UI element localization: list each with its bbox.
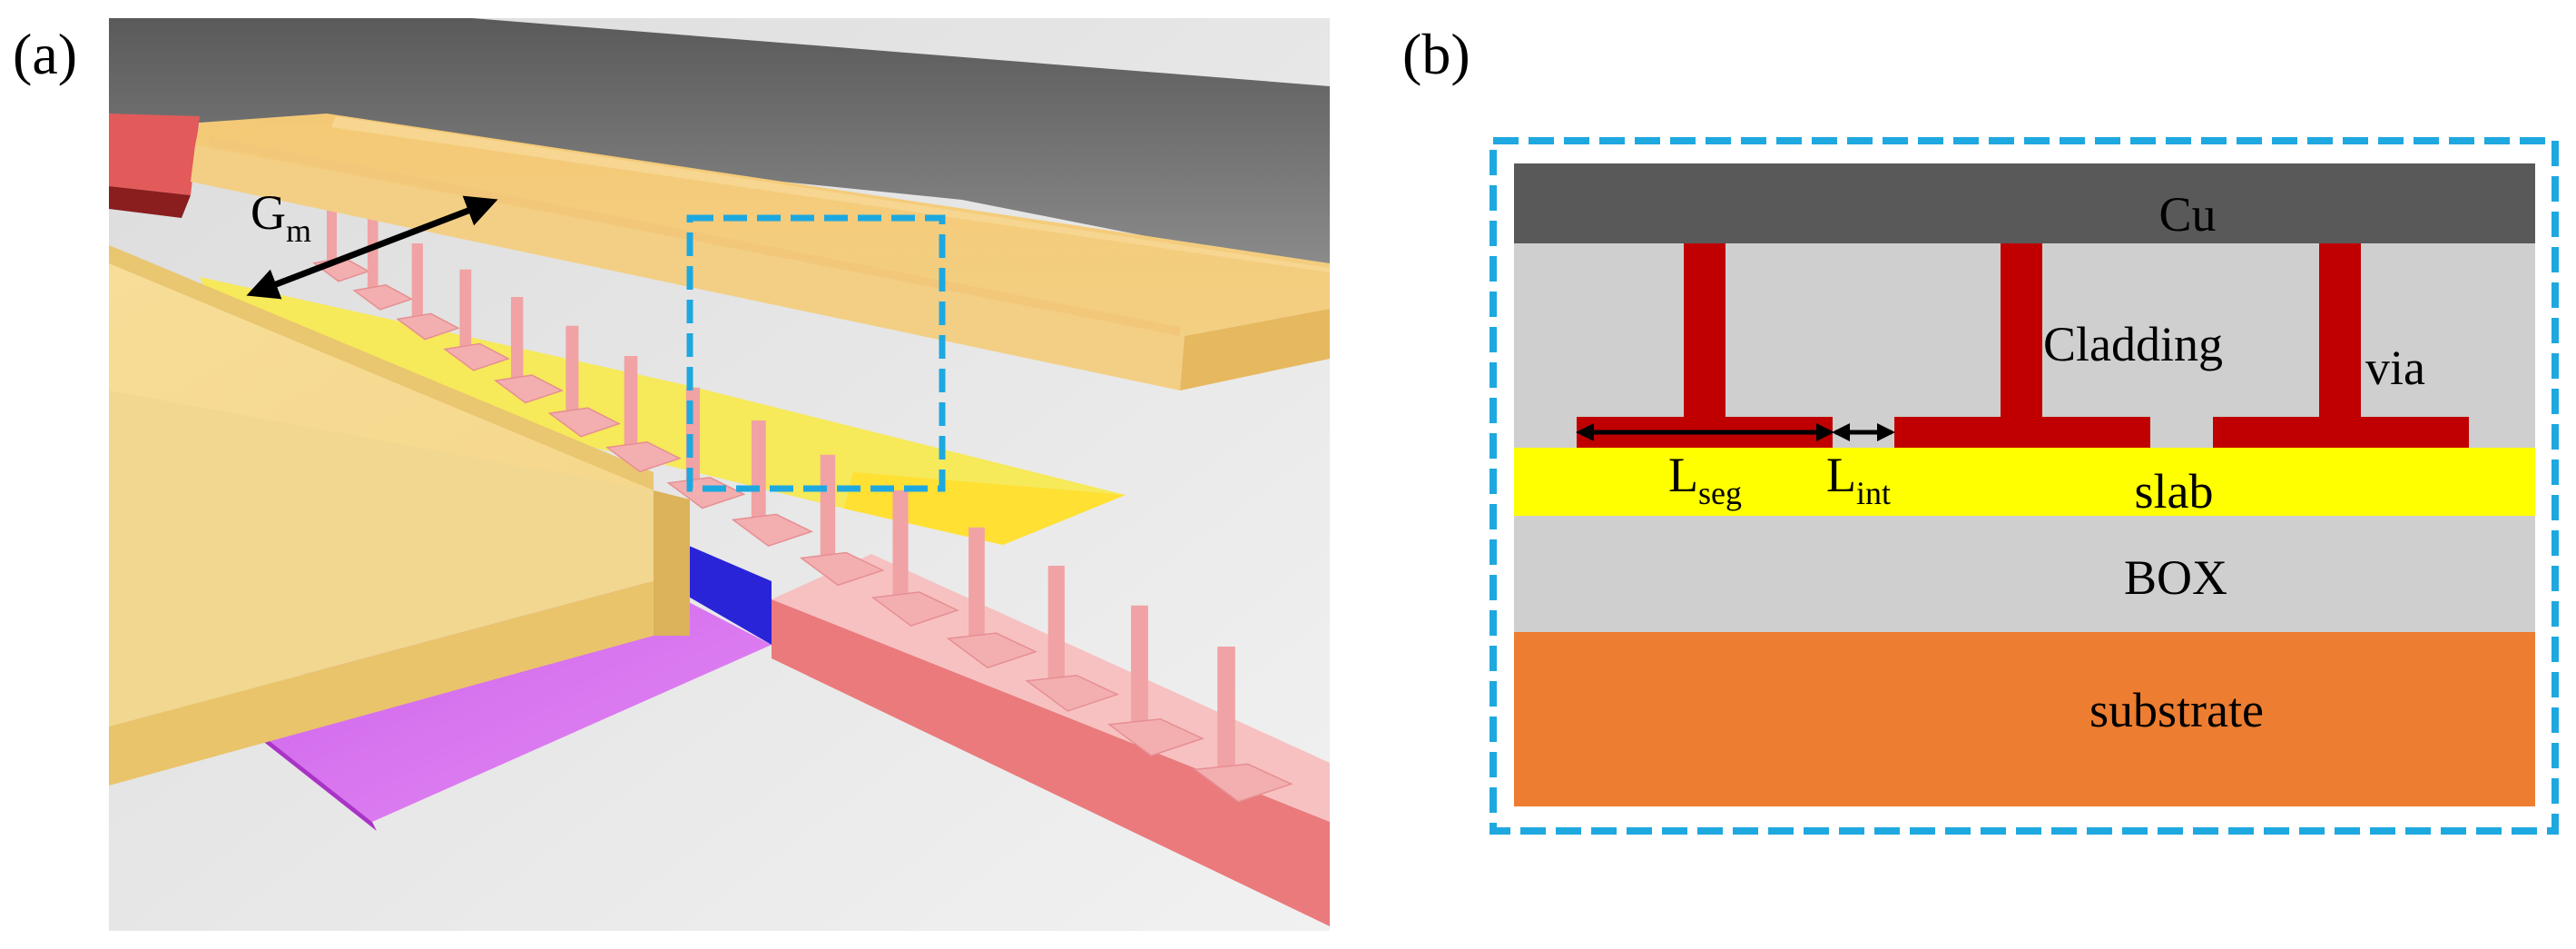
label-lseg: Lseg: [1668, 448, 1742, 511]
via-foot-6: [547, 407, 621, 438]
label-cladding: Cladding: [2043, 317, 2223, 371]
gap-label: Gm: [251, 185, 311, 249]
layer-slab: [1514, 448, 2535, 516]
via-post-4: [459, 269, 472, 353]
via-post-12: [968, 527, 985, 643]
render-scene: [109, 18, 1330, 931]
via-post-3: [411, 243, 423, 323]
top-metal-bar-3d: [195, 114, 1330, 336]
via-post-10: [820, 454, 836, 562]
via-foot-10: [799, 551, 885, 587]
label-lint: Lint: [1826, 448, 1891, 511]
via-foot-3: [396, 312, 460, 341]
via-post-5: [510, 297, 524, 385]
panel-label-b: (b): [1402, 22, 1470, 86]
highlight-box-a: [686, 214, 946, 492]
layer-box: [1514, 516, 2535, 632]
label-via: via: [2365, 341, 2425, 395]
via-post-9: [751, 420, 766, 524]
via-foot-5: [493, 374, 565, 404]
panel-label-a: (a): [13, 22, 78, 86]
via-post-2: [367, 218, 379, 294]
via-post-11: [892, 490, 909, 602]
gap-arrow: [246, 195, 498, 300]
label-box: BOX: [2124, 550, 2227, 605]
via-foot-15: [1193, 763, 1293, 803]
via-post-15: [1217, 647, 1235, 774]
via-foot-4: [443, 342, 510, 371]
back-gray-metal: [109, 18, 1330, 272]
via-t-2: [1894, 243, 2150, 448]
label-cu: Cu: [2158, 187, 2216, 242]
via-foot-12: [946, 632, 1037, 669]
highlight-box-b: [1490, 137, 2559, 835]
via-foot-13: [1025, 674, 1120, 712]
layer-cu: [1514, 163, 2535, 243]
via-foot-9: [731, 513, 814, 548]
label-substrate: substrate: [2089, 683, 2264, 737]
via-post-7: [624, 356, 638, 451]
panel-b-cross-section: Cu Cladding via slab BOX substrate Lseg …: [1490, 137, 2559, 835]
via-post-14: [1131, 605, 1148, 728]
via-foot-14: [1107, 718, 1204, 756]
label-slab: slab: [2135, 464, 2214, 519]
via-array-3d: [312, 195, 1293, 803]
via-foot-11: [870, 591, 959, 627]
via-post-6: [565, 325, 579, 418]
via-t-3: [2213, 243, 2469, 448]
via-post-13: [1047, 566, 1065, 685]
layer-substrate: [1514, 632, 2535, 806]
via-foot-7: [605, 440, 682, 473]
left-red-edge: [109, 114, 200, 195]
